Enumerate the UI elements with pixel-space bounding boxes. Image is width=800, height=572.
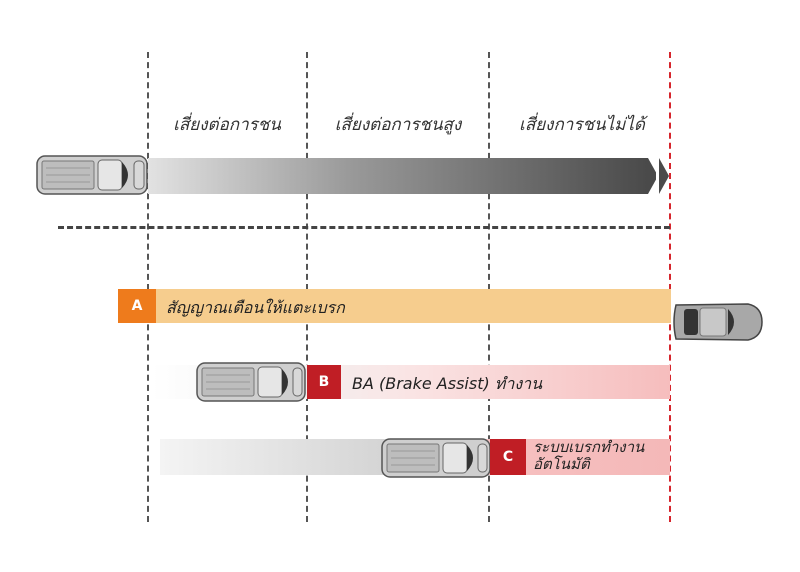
- chevron-right-icon: [648, 158, 658, 194]
- pickup-truck-icon: [381, 438, 491, 478]
- badge-a: A: [118, 289, 156, 323]
- zone-label-risk: เสี่ยงต่อการชน: [173, 115, 281, 135]
- boundary-line-3: [488, 52, 490, 522]
- chevron-right-icon: [659, 158, 669, 194]
- pickup-truck-icon: [36, 155, 148, 195]
- auto-brake-text: ระบบเบรกทำงาน อัตโนมัติ: [533, 439, 644, 473]
- collision-line: [669, 52, 671, 522]
- auto-brake-text-line2: อัตโนมัติ: [533, 455, 590, 473]
- badge-c: C: [490, 439, 526, 475]
- zone-label-high-risk: เสี่ยงต่อการชนสูง: [334, 115, 462, 135]
- pickup-truck-icon: [196, 362, 306, 402]
- warning-band: [118, 289, 671, 323]
- brake-assist-text: BA (Brake Assist) ทำงาน: [352, 374, 543, 393]
- boundary-line-1: [147, 52, 149, 522]
- warning-text: สัญญาณเตือนให้แตะเบรก: [166, 298, 345, 317]
- zone-label-unavoidable: เสี่ยงการชนไม่ได้: [519, 115, 645, 135]
- sedan-car-icon: [673, 303, 763, 341]
- boundary-line-2: [306, 52, 308, 522]
- auto-brake-text-line1: ระบบเบรกทำงาน: [533, 438, 645, 456]
- section-divider: [58, 226, 670, 229]
- badge-b: B: [307, 365, 341, 399]
- approach-bar: [148, 158, 648, 194]
